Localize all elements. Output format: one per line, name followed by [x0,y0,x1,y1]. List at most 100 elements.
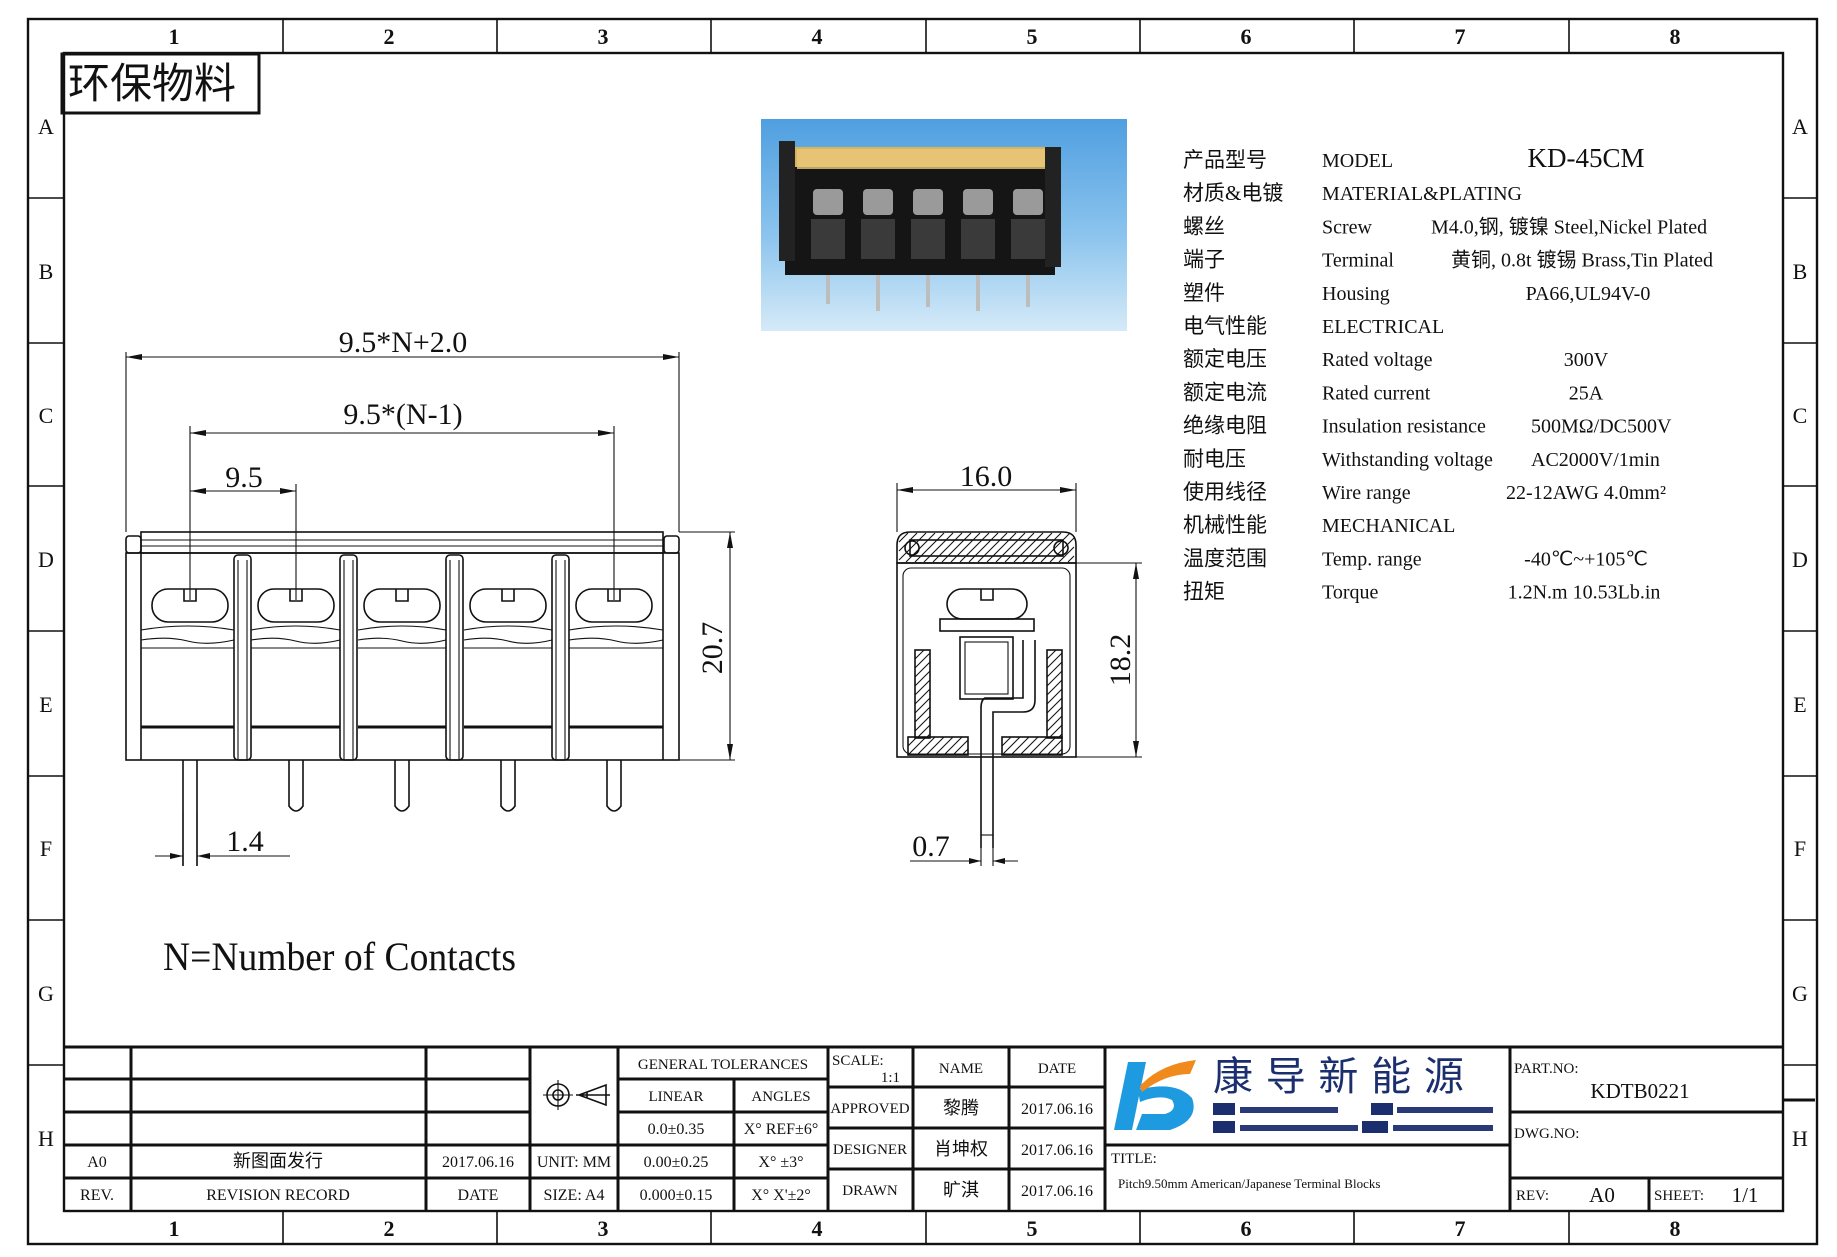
dim-pitch-label: 9.5 [225,461,263,494]
rev-value: A0 [1589,1183,1615,1207]
hatch-line [1046,679,1063,696]
spec-label-cn: 额定电流 [1183,380,1267,404]
spec-label-en: Withstanding voltage [1322,449,1493,471]
hatch-line [952,739,969,756]
dim-pin-thickness-label: 0.7 [912,830,950,863]
part-no-label: PART.NO: [1514,1061,1579,1077]
row-label: H [1792,1126,1808,1151]
hatch-line [1001,736,1021,756]
hatch-line [995,532,1026,563]
hatch-line [923,532,954,563]
column-label: 8 [1670,24,1681,49]
row-label: E [1793,692,1806,717]
hatch-line [950,532,981,563]
hatch-line [1001,736,1012,747]
hatch-line [914,652,931,669]
clamp-edge [357,625,447,631]
hatch-line [1040,532,1071,563]
hatch-line [914,532,945,563]
terminal-pin [606,760,622,812]
dim-span-label: 9.5*(N-1) [343,398,462,431]
company-logo: 康 导 新 能 源 [1114,1054,1493,1133]
column-label: 3 [598,24,609,49]
rev-header: REV. [80,1187,114,1204]
spec-label-cn: 机械性能 [1183,513,1267,537]
column-label: 8 [1670,1216,1681,1241]
terminal-pin [500,760,516,812]
barrier-wall [233,554,252,761]
clamp-edge [463,637,553,644]
hatch-line [1046,649,1057,660]
hatch-line [1058,546,1075,563]
spec-label-cn: 产品型号 [1183,148,1267,172]
column-label: 6 [1241,24,1252,49]
row-label: E [39,692,52,717]
spec-value: 25A [1569,382,1604,404]
hatch-line [1031,532,1062,563]
clamp-edge [357,637,447,644]
hatch-line [914,697,931,714]
hatch-line [1049,537,1075,563]
spec-label-en: Screw [1322,216,1373,238]
approved-label: APPROVED [830,1101,909,1117]
barrier-wall [339,554,358,761]
title-label: TITLE: [1111,1151,1157,1167]
rev-label: REV: [1516,1188,1549,1204]
clamp-edge [568,625,664,631]
spec-label-cn: 绝缘电阻 [1183,414,1267,438]
dim-depth-label: 16.0 [960,460,1013,493]
product-photo [761,119,1127,331]
tolerance-angle: X° REF±6° [744,1121,818,1138]
hatch-line [914,670,931,687]
hatch-line [1037,736,1057,756]
row-label: C [1793,403,1808,428]
dimension-height-front: 20.7 [679,531,735,761]
column-label: 5 [1027,1216,1038,1241]
dimension-depth: 16.0 [896,460,1077,532]
column-label: 2 [384,1216,395,1241]
hatch-line [1028,736,1048,756]
hatch-line [1048,724,1063,739]
hatch-line [914,715,931,732]
linear-label: LINEAR [649,1089,704,1105]
row-label: D [1792,547,1808,572]
spec-label-cn: 塑件 [1183,281,1225,305]
row-label: H [38,1126,54,1151]
row-label: G [38,981,54,1006]
hatch-line [916,724,931,739]
housing-section [914,649,931,739]
hatch-line [1046,652,1063,669]
terminal-pin [182,760,198,866]
designer-date: 2017.06.16 [1021,1142,1093,1159]
hatch-line [1010,736,1030,756]
column-label: 2 [384,24,395,49]
column-label: 4 [812,1216,823,1241]
row-label: C [39,403,54,428]
contacts-note: N=Number of Contacts [163,934,516,979]
row-label: F [1794,836,1806,861]
row-label: B [39,259,54,284]
column-label: 1 [169,1216,180,1241]
hatch-line [916,736,936,756]
angles-label: ANGLES [751,1089,810,1105]
hatch-line [986,532,1017,563]
approved-name: 黎腾 [943,1098,979,1118]
hatch-line [914,688,931,705]
row-label: F [40,836,52,861]
hatch-line [941,532,972,563]
clamp-edge [250,625,341,631]
dim-height-side-label: 18.2 [1104,634,1137,687]
hatch-line [1046,688,1063,705]
clamp-edge [140,637,235,644]
hatch-line [1046,715,1063,732]
hatch-line [1019,736,1039,756]
